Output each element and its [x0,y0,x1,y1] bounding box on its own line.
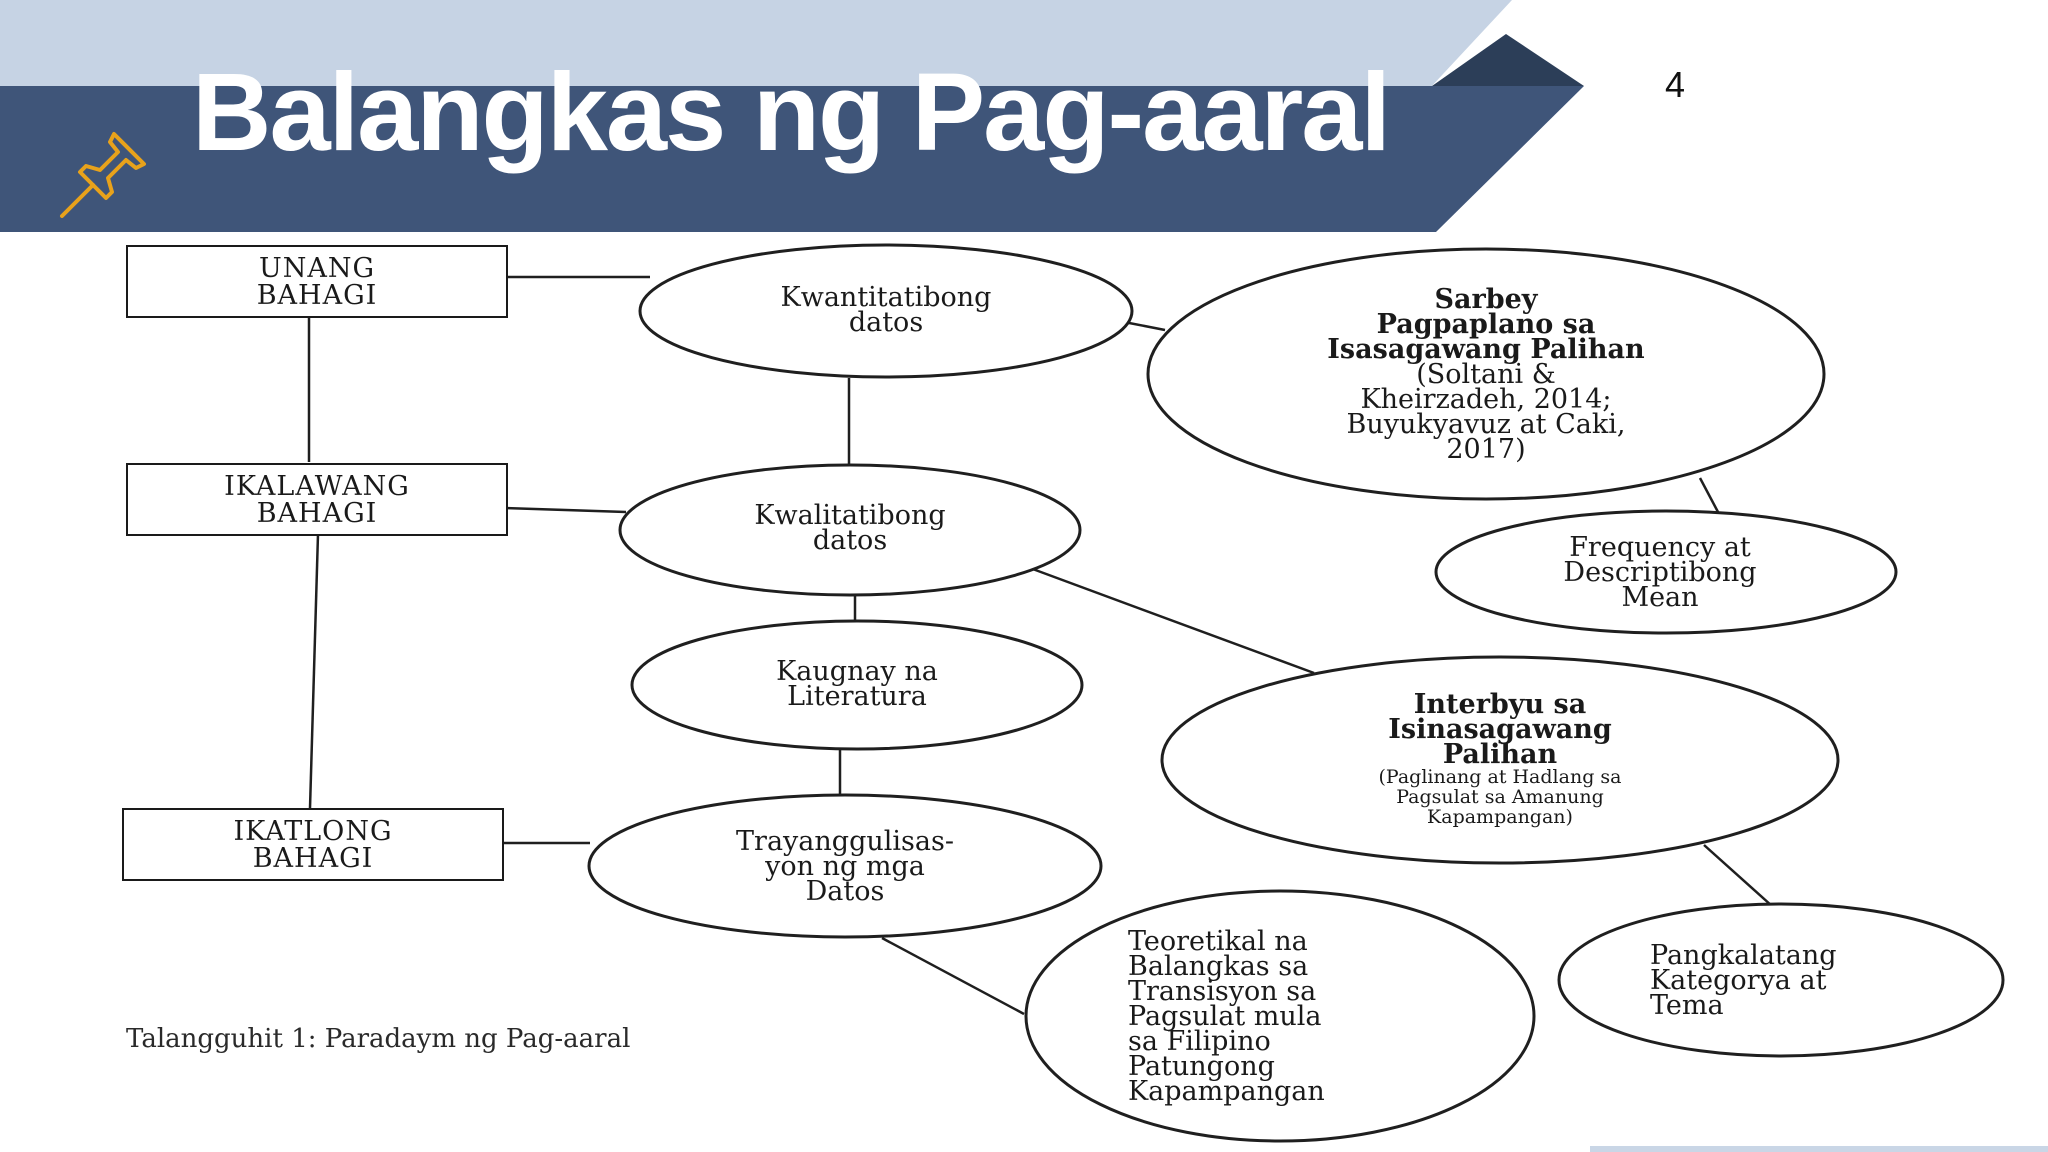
connector-ikalawang-to-ikatlong [308,533,320,809]
ellipse-kaugnay [630,619,1084,751]
page-number: 4 [1665,64,1686,105]
connector-ikalawang-to-kwalitatibo [505,506,627,514]
ellipse-kwantitatibo [638,243,1134,379]
node-kaugnay: Kaugnay na Literatura [640,636,1074,732]
node-kwalitatibo-line-1: Kwalitatibong [754,500,946,531]
ellipse-frequency [1434,509,1898,635]
node-frequency: Frequency at Descriptibong Mean [1470,530,1850,614]
node-trayanggulisasyon-line-2: yon ng mga [765,850,925,882]
box-unang-line-2: BAHAGI [256,279,378,311]
node-frequency-line-3: Mean [1621,581,1699,613]
box-ikalawang-line-2: BAHAGI [256,497,378,529]
ellipse-interbyu [1160,655,1840,865]
connector-kwantitatibo-to-sarbey [1123,320,1166,332]
slide-title: Balangkas ng Pag-aaral [192,51,1391,174]
node-interbyu-bold-2: Isinasagawang [1388,713,1612,745]
node-interbyu: Interbyu sa Isinasagawang Palihan (Pagli… [1220,686,1780,832]
node-kwalitatibo-line-2: datos [812,525,888,556]
bottom-accent-strip [1590,1146,2048,1152]
node-trayanggulisasyon-line-1: Trayanggulisas- [736,825,954,857]
node-sarbey-bold-1: Sarbey [1434,283,1538,315]
node-trayanggulisasyon: Trayanggulisas- yon ng mga Datos [610,816,1080,916]
ellipse-pangkalatang [1557,902,2005,1058]
box-unang-line-1: UNANG [258,252,376,284]
node-teoretikal-line-3: Transisyon sa [1128,975,1317,1007]
node-pangkalatang-line-2: Kategorya at [1650,964,1827,996]
connector-sarbey-to-frequency [1698,477,1720,513]
pushpin-icon [60,132,146,218]
figure-caption: Talangguhit 1: Paradaym ng Pag-aaral [126,1024,631,1054]
banner-dark-corner [1432,34,1584,86]
node-sarbey-bold-3: Isasagawang Palihan [1327,333,1645,365]
banner-top-band [0,0,1512,88]
connector-kwalitatibo-to-interbyu [1029,566,1315,675]
node-interbyu-small-1: (Paglinang at Hadlang sa [1378,765,1622,788]
node-interbyu-small-2: Pagsulat sa Amanung [1396,785,1604,808]
ellipse-kwalitatibo [618,463,1082,597]
node-pangkalatang-line-3: Tema [1650,989,1724,1021]
node-kwalitatibo: Kwalitatibong datos [630,480,1070,576]
node-frequency-line-1: Frequency at [1569,531,1751,563]
banner-main [0,86,1584,232]
node-sarbey-bold-2: Pagpaplano sa [1376,308,1596,340]
connector-interbyu-to-pangkalatang [1703,844,1773,907]
node-frequency-line-2: Descriptibong [1563,556,1757,588]
node-kaugnay-line-1: Kaugnay na [776,656,938,687]
node-kwantitatibo: Kwantitatibong datos [660,262,1112,358]
node-teoretikal-line-2: Balangkas sa [1128,950,1309,982]
node-teoretikal-line-7: Kapampangan [1128,1075,1325,1107]
connector-trayanggulisasyon-to-teoretikal [881,936,1025,1016]
node-pangkalatang-line-1: Pangkalatang [1650,939,1837,971]
node-kaugnay-line-2: Literatura [787,681,927,712]
node-kwantitatibo-line-2: datos [848,307,924,338]
ellipse-trayanggulisasyon [587,793,1103,939]
node-sarbey-line-4: 2017) [1446,433,1526,465]
node-sarbey-line-3: Buyukyavuz at Caki, [1346,408,1626,440]
node-interbyu-small-3: Kapampangan) [1427,805,1573,828]
node-teoretikal-line-4: Pagsulat mula [1128,1000,1322,1032]
node-sarbey-line-1: (Soltani & [1416,358,1556,390]
box-ikalawang-line-1: IKALAWANG [224,470,410,502]
node-teoretikal-line-5: sa Filipino [1128,1025,1271,1057]
ellipse-sarbey [1146,247,1826,501]
node-interbyu-bold-3: Palihan [1442,738,1558,770]
node-teoretikal: Teoretikal na Balangkas sa Transisyon sa… [1128,925,1428,1107]
node-trayanggulisasyon-line-3: Datos [805,875,885,907]
box-ikatlong-line-1: IKATLONG [233,815,393,847]
node-kwantitatibo-line-1: Kwantitatibong [780,282,992,313]
ellipse-teoretikal [1024,889,1536,1143]
node-interbyu-bold-1: Interbyu sa [1413,688,1587,720]
node-pangkalatang: Pangkalatang Kategorya at Tema [1650,938,1910,1022]
box-ikatlong-line-2: BAHAGI [252,842,374,874]
node-sarbey: Sarbey Pagpaplano sa Isasagawang Palihan… [1200,284,1772,464]
node-teoretikal-line-1: Teoretikal na [1128,925,1308,957]
node-sarbey-line-2: Kheirzadeh, 2014; [1360,383,1612,415]
node-teoretikal-line-6: Patungong [1128,1050,1275,1082]
